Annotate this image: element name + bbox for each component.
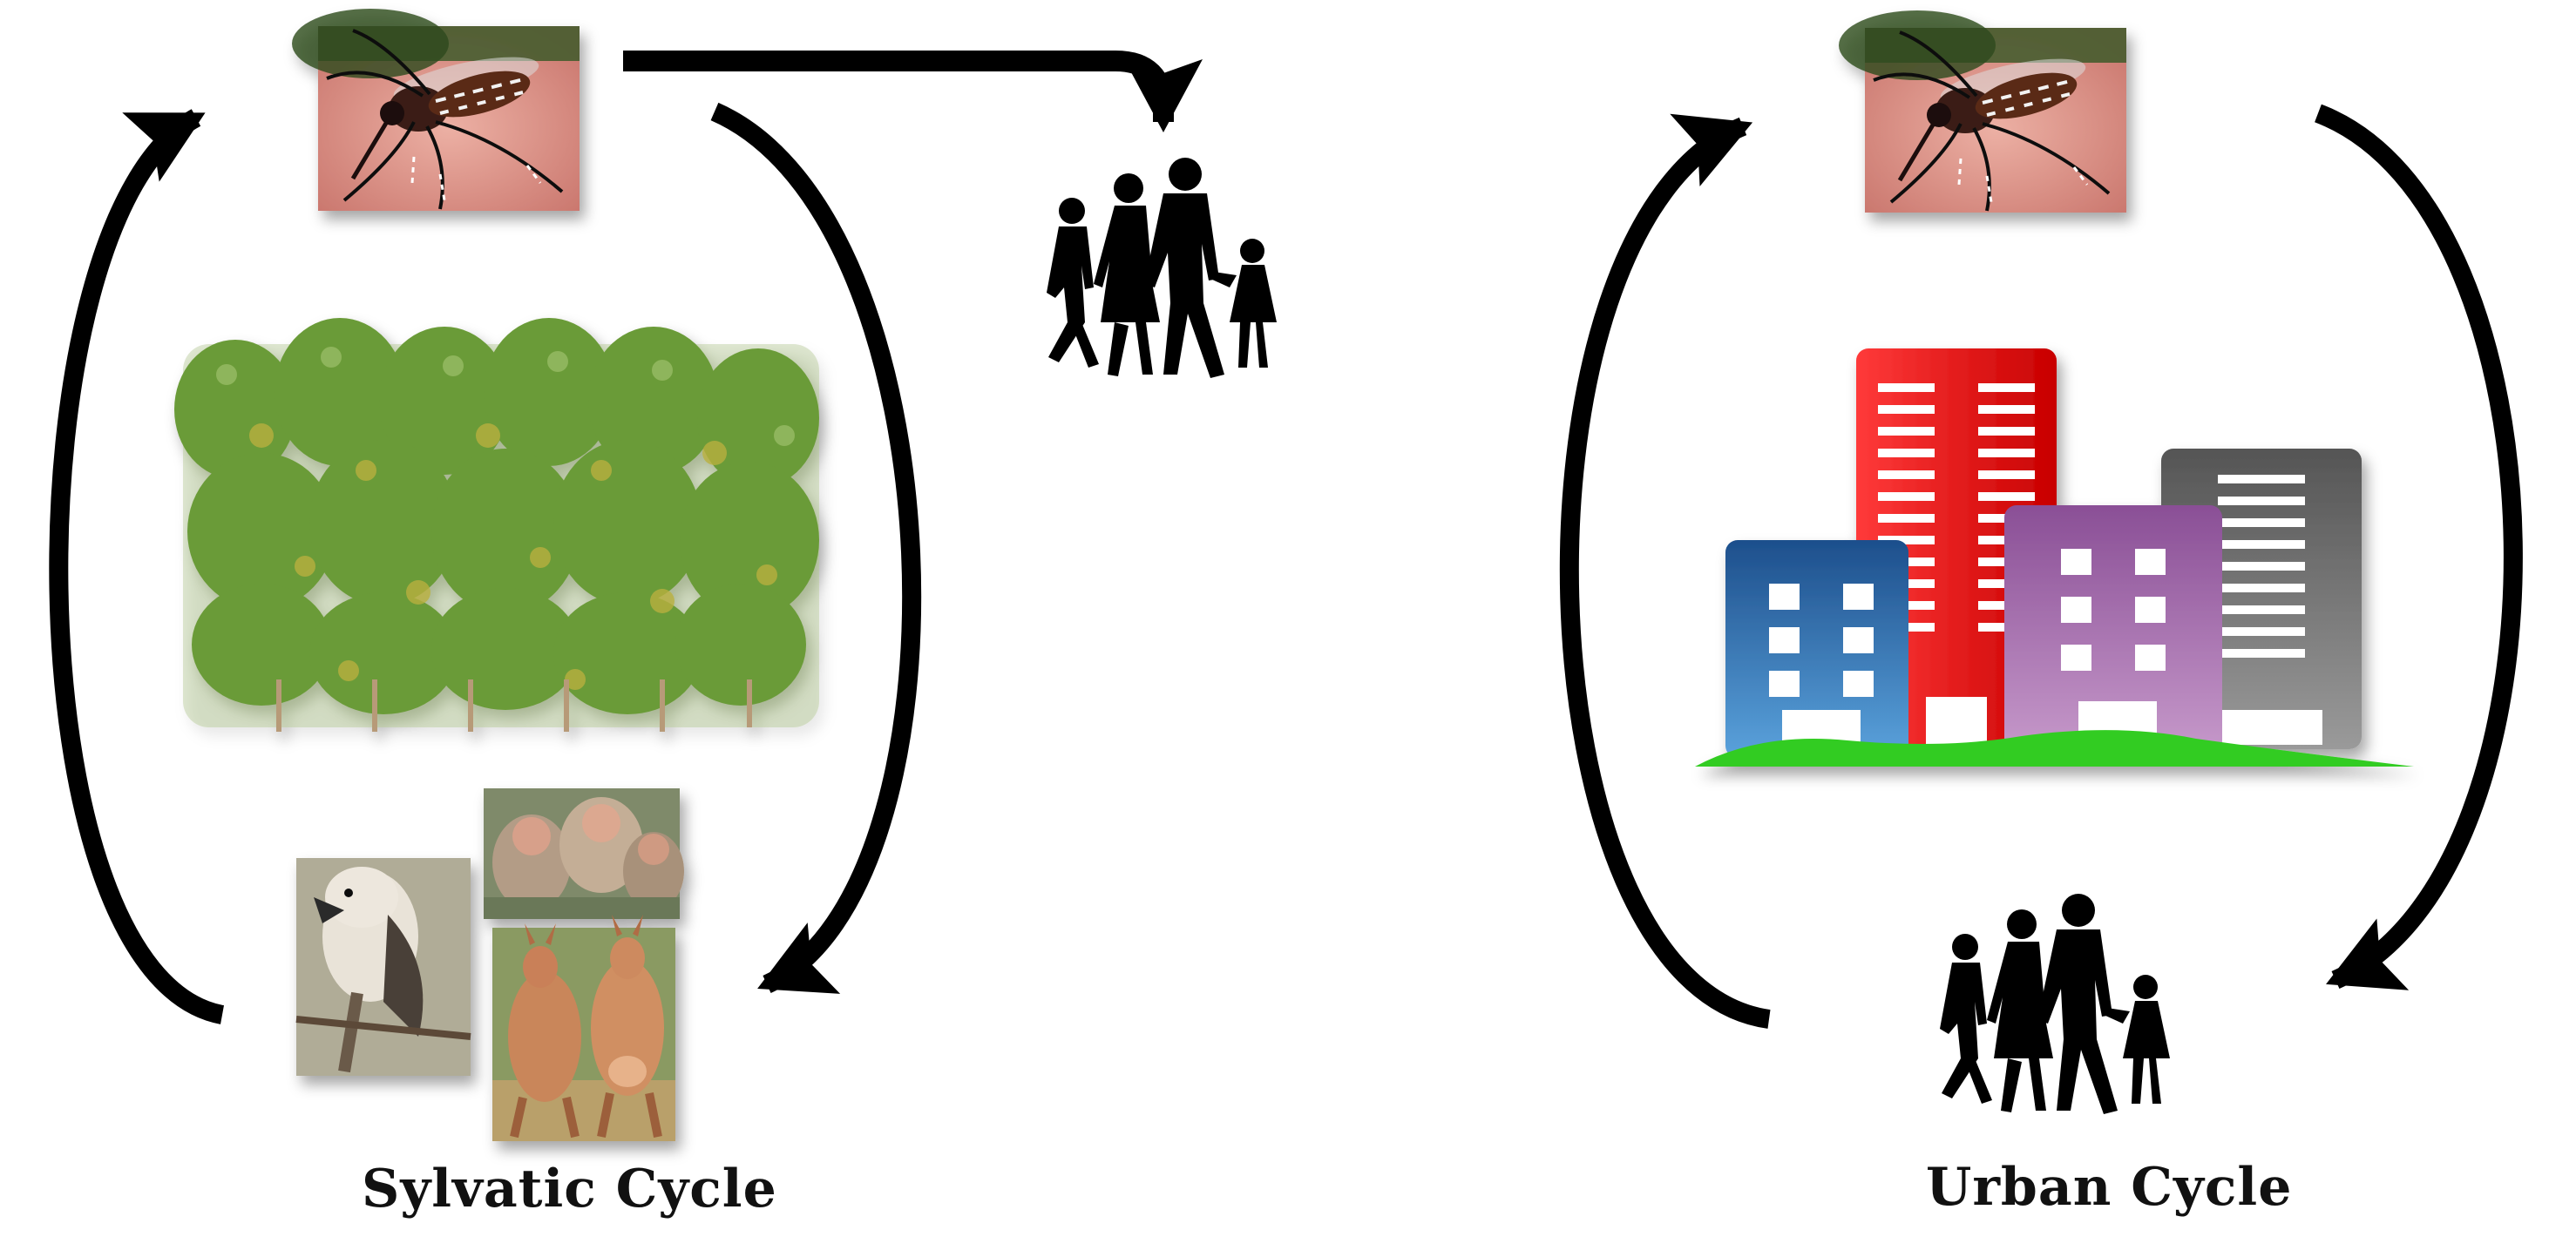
urban-cycle-label: Urban Cycle xyxy=(1926,1157,2293,1218)
mosquito-photo-icon xyxy=(292,9,580,211)
family-silhouette-icon xyxy=(1047,158,1277,378)
mosquito-photo-icon-urban xyxy=(1839,10,2126,213)
gray-building-windows xyxy=(2218,475,2322,745)
blue-building-windows xyxy=(1769,584,1874,745)
arrow-mosquito-to-humans-urban xyxy=(2315,104,2523,990)
arrow-humans-to-mosquito xyxy=(1559,113,1771,1029)
arrow-animals-to-mosquito xyxy=(49,109,225,1024)
green-ground xyxy=(1695,730,2414,767)
arrow-mosquito-to-humans xyxy=(623,51,1203,132)
monkeys-photo xyxy=(484,788,684,919)
forest-trees-icon xyxy=(174,318,819,732)
kangaroos-photo xyxy=(492,915,675,1141)
bird-photo xyxy=(295,858,471,1076)
arrow-mosquito-to-animals xyxy=(710,102,922,994)
family-silhouette-icon-urban xyxy=(1940,894,2170,1114)
wild-animals-photo-icon xyxy=(295,788,684,1141)
city-buildings-icon xyxy=(1695,348,2414,767)
sylvatic-cycle-label: Sylvatic Cycle xyxy=(362,1159,777,1220)
